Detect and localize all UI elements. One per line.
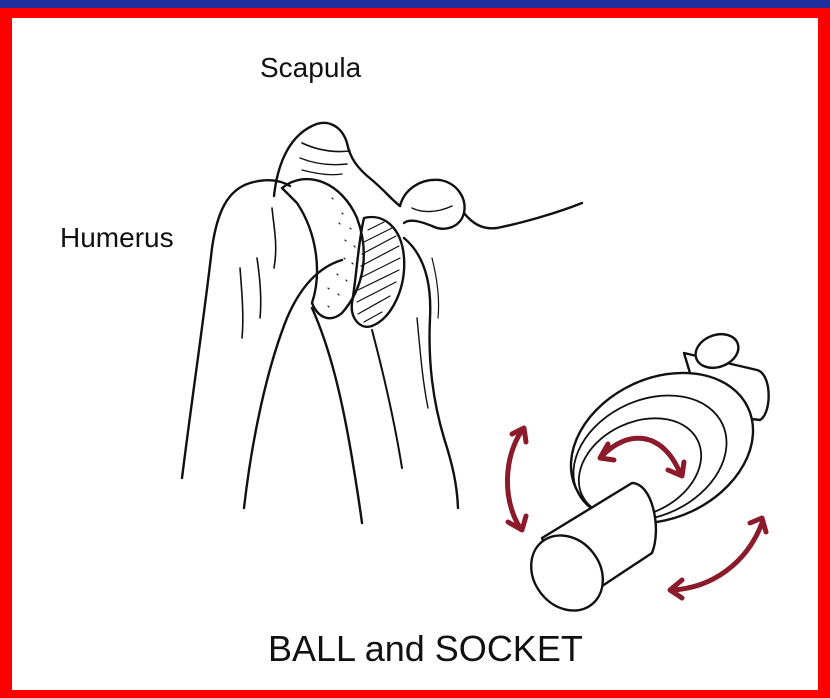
humerus-shaft-line — [244, 260, 342, 508]
coracoid-process — [400, 180, 465, 229]
diagram-caption: BALL and SOCKET — [268, 628, 583, 670]
shoulder-joint-illustration — [182, 123, 582, 523]
scapula-label: Scapula — [260, 52, 361, 84]
diagram-canvas: Scapula Humerus BALL and SOCKET — [12, 18, 818, 690]
diagram-svg — [12, 18, 818, 690]
top-bar — [0, 0, 830, 8]
humeral-head — [282, 179, 364, 318]
ball-and-socket-model — [516, 328, 777, 624]
humerus-label: Humerus — [60, 222, 174, 254]
scapula-body — [464, 203, 582, 228]
